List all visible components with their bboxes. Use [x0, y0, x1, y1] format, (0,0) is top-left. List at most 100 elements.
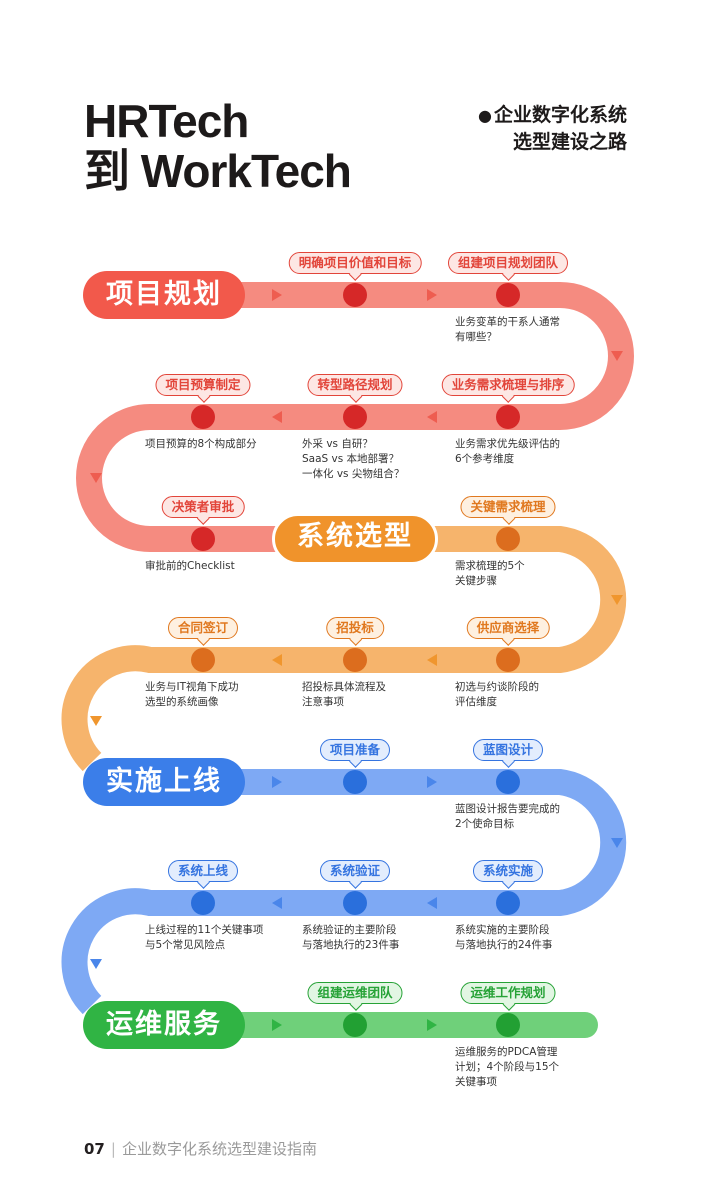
direction-arrow-icon	[272, 776, 282, 788]
milestone-dot	[496, 770, 520, 794]
milestone-dot	[191, 891, 215, 915]
selection-track	[61, 526, 627, 772]
milestone-description: 系统实施的主要阶段与落地执行的24件事	[455, 923, 552, 953]
direction-arrow-icon	[272, 411, 282, 423]
milestone-dot	[496, 891, 520, 915]
description-line: 招投标具体流程及	[302, 681, 386, 693]
direction-arrow-icon	[272, 897, 282, 909]
description-line: 注意事项	[302, 696, 344, 708]
milestone-tag: 系统验证	[319, 860, 391, 882]
description-line: 外采 vs 自研？	[302, 438, 373, 450]
description-line: 系统实施的主要阶段	[455, 924, 550, 936]
stage-pill-planning: 项目规划	[83, 271, 245, 319]
direction-arrow-icon	[272, 1019, 282, 1031]
description-line: 需求梳理的5个	[455, 560, 525, 572]
milestone-tag: 组建运维团队	[307, 982, 403, 1004]
milestone-tag: 蓝图设计	[472, 739, 544, 761]
milestone-tag: 决策者审批	[161, 496, 245, 518]
direction-arrow-icon	[611, 595, 623, 605]
milestone-description: 项目预算的8个构成部分	[145, 437, 257, 452]
milestone-dot	[191, 527, 215, 551]
subtitle-line-1: 企业数字化系统	[493, 104, 627, 126]
description-line: 初选与约谈阶段的	[455, 681, 539, 693]
description-line: 蓝图设计报告要完成的	[455, 803, 560, 815]
direction-arrow-icon	[90, 959, 102, 969]
stage-pill-selection: 系统选型	[272, 513, 438, 565]
launch-track	[61, 769, 627, 1015]
description-line: 与落地执行的23件事	[302, 939, 400, 951]
milestone-dot	[343, 891, 367, 915]
milestone-description: 业务变革的干系人通常有哪些？	[455, 315, 560, 345]
description-line: 计划；4个阶段与15个	[455, 1061, 560, 1073]
direction-arrow-icon	[272, 289, 282, 301]
milestone-dot	[496, 283, 520, 307]
direction-arrow-icon	[427, 411, 437, 423]
description-line: 上线过程的11个关键事项	[145, 924, 264, 936]
direction-arrow-icon	[427, 776, 437, 788]
description-line: 业务变革的干系人通常	[455, 316, 560, 328]
description-line: 业务需求优先级评估的	[455, 438, 560, 450]
stage-pill-launch: 实施上线	[83, 758, 245, 806]
milestone-tag: 供应商选择	[466, 617, 550, 639]
footer-title: 企业数字化系统选型建设指南	[121, 1140, 317, 1158]
milestone-description: 初选与约谈阶段的评估维度	[455, 680, 539, 710]
direction-arrow-icon	[90, 716, 102, 726]
page-title: HRTech 到 WorkTech	[84, 95, 352, 197]
milestone-tag: 项目预算制定	[155, 374, 251, 396]
direction-arrow-icon	[90, 473, 102, 483]
direction-arrow-icon	[611, 838, 623, 848]
milestone-dot	[343, 770, 367, 794]
description-line: 有哪些？	[455, 331, 497, 343]
milestone-dot	[496, 527, 520, 551]
milestone-description: 审批前的Checklist	[145, 559, 235, 574]
milestone-description: 外采 vs 自研？ SaaS vs 本地部署？ 一体化 vs 尖物组合？	[302, 437, 404, 482]
milestone-dot	[343, 1013, 367, 1037]
milestone-dot	[496, 1013, 520, 1037]
milestone-dot	[191, 405, 215, 429]
milestone-tag: 明确项目价值和目标	[288, 252, 422, 274]
milestone-dot	[191, 648, 215, 672]
footer: 07|企业数字化系统选型建设指南	[84, 1138, 317, 1159]
milestone-tag: 系统实施	[472, 860, 544, 882]
page-subtitle: ●企业数字化系统 选型建设之路	[478, 102, 627, 155]
bullet-icon: ●	[478, 106, 492, 125]
description-line: 选型的系统画像	[145, 696, 219, 708]
description-line: 与落地执行的24件事	[455, 939, 553, 951]
milestone-tag: 招投标	[326, 617, 384, 639]
milestone-tag: 运维工作规划	[460, 982, 556, 1004]
milestone-description: 上线过程的11个关键事项与5个常见风险点	[145, 923, 263, 953]
description-line: 项目预算的8个构成部分	[145, 438, 257, 450]
milestone-description: 业务与IT视角下成功选型的系统画像	[145, 680, 239, 710]
milestone-dot	[496, 648, 520, 672]
description-line: 2个使命目标	[455, 818, 515, 830]
description-line: 与5个常见风险点	[145, 939, 226, 951]
description-line: 业务与IT视角下成功	[145, 681, 239, 693]
milestone-dot	[343, 283, 367, 307]
milestone-description: 运维服务的PDCA管理计划；4个阶段与15个关键事项	[455, 1045, 559, 1090]
direction-arrow-icon	[427, 1019, 437, 1031]
description-line: 审批前的Checklist	[145, 560, 235, 572]
description-line: 关键事项	[455, 1076, 497, 1088]
description-line: 6个参考维度	[455, 453, 515, 465]
milestone-dot	[496, 405, 520, 429]
direction-arrow-icon	[427, 654, 437, 666]
description-line: 系统验证的主要阶段	[302, 924, 397, 936]
title-line-2: 到 WorkTech	[84, 145, 352, 197]
description-line: 一体化 vs 尖物组合？	[302, 468, 405, 480]
milestone-tag: 关键需求梳理	[460, 496, 556, 518]
milestone-description: 需求梳理的5个关键步骤	[455, 559, 525, 589]
subtitle-line-2: 选型建设之路	[512, 131, 627, 153]
milestone-description: 招投标具体流程及注意事项	[302, 680, 386, 710]
direction-arrow-icon	[611, 351, 623, 361]
milestone-dot	[343, 648, 367, 672]
direction-arrow-icon	[427, 289, 437, 301]
stage-pill-operations: 运维服务	[83, 1001, 245, 1049]
direction-arrow-icon	[272, 654, 282, 666]
milestone-tag: 项目准备	[319, 739, 391, 761]
footer-separator: |	[110, 1140, 116, 1158]
title-line-1: HRTech	[84, 95, 249, 147]
milestone-tag: 转型路径规划	[307, 374, 403, 396]
direction-arrow-icon	[427, 897, 437, 909]
description-line: SaaS vs 本地部署？	[302, 453, 400, 465]
